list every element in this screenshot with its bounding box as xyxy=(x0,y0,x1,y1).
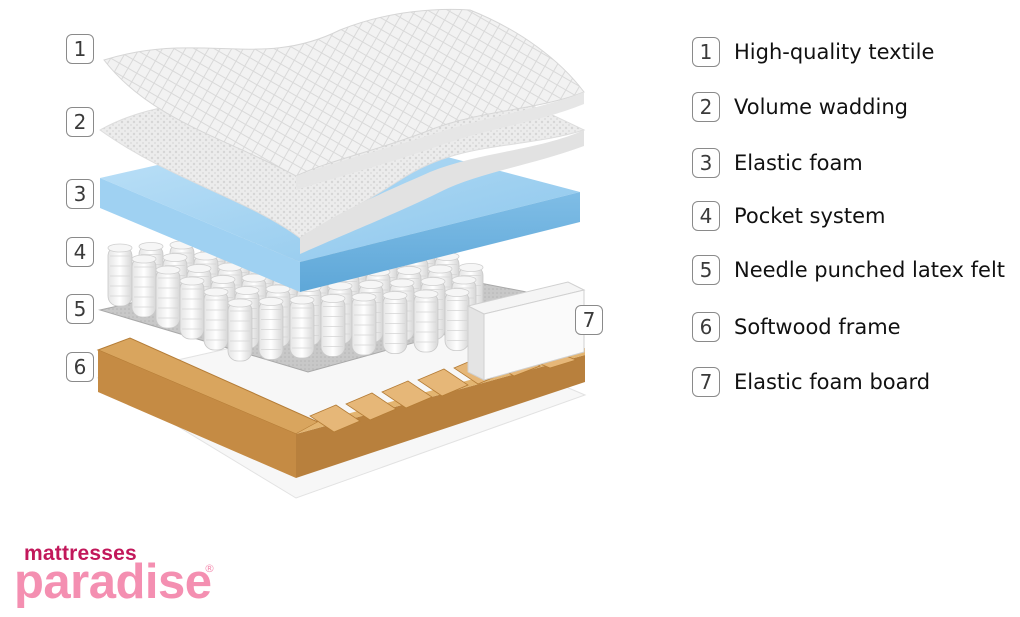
textile-layer xyxy=(103,8,585,190)
spring-coil xyxy=(320,294,346,357)
legend-number-4: 4 xyxy=(692,201,720,231)
legend-number-7: 7 xyxy=(692,367,720,397)
callout-5: 5 xyxy=(66,294,94,324)
legend-label-2: Volume wadding xyxy=(734,95,908,119)
callout-4: 4 xyxy=(66,237,94,267)
spring-coil xyxy=(289,295,315,359)
spring-coil xyxy=(179,276,205,340)
legend-number-6: 6 xyxy=(692,312,720,342)
spring-coil xyxy=(107,243,133,307)
spring-coil xyxy=(258,297,284,360)
legend-label-3: Elastic foam xyxy=(734,151,863,175)
spring-coil xyxy=(155,265,181,329)
callout-2-number: 2 xyxy=(73,110,87,134)
legend-item-4: 4 Pocket system xyxy=(692,199,885,233)
spring-coil xyxy=(227,298,253,362)
legend-item-3: 3 Elastic foam xyxy=(692,146,863,180)
logo-registered-mark: ® xyxy=(204,562,215,575)
softwood-frame xyxy=(96,337,585,478)
legend-item-6: 6 Softwood frame xyxy=(692,310,901,344)
legend-number-1: 1 xyxy=(692,37,720,67)
logo-line-1: mattresses xyxy=(24,542,137,565)
legend-item-2: 2 Volume wadding xyxy=(692,90,908,124)
spring-coil xyxy=(203,287,229,351)
legend-item-7: 7 Elastic foam board xyxy=(692,365,930,399)
spring-coil xyxy=(351,292,377,356)
callout-7: 7 xyxy=(575,305,603,335)
legend-number-5: 5 xyxy=(692,255,720,285)
mattresses-paradise-logo: mattresses paradise ® xyxy=(14,542,229,610)
spring-coil xyxy=(444,288,470,351)
callout-3: 3 xyxy=(66,179,94,209)
legend-label-4: Pocket system xyxy=(734,204,886,228)
elastic-foam-board xyxy=(466,281,586,381)
legend-label-7: Elastic foam board xyxy=(734,370,931,394)
callout-4-number: 4 xyxy=(73,240,87,264)
legend-label-6: Softwood frame xyxy=(734,315,901,339)
legend-number-3: 3 xyxy=(692,148,720,178)
spring-coil xyxy=(382,291,408,354)
callout-5-number: 5 xyxy=(73,297,87,321)
callout-3-number: 3 xyxy=(73,182,87,206)
legend-label-1: High-quality textile xyxy=(734,40,935,64)
callout-1-number: 1 xyxy=(73,37,87,61)
callout-2: 2 xyxy=(66,107,94,137)
callout-7-number: 7 xyxy=(582,308,596,332)
spring-coil xyxy=(413,289,439,353)
spring-coil xyxy=(131,254,157,318)
legend-item-1: 1 High-quality textile xyxy=(692,35,934,69)
legend-number-2: 2 xyxy=(692,92,720,122)
callout-6: 6 xyxy=(66,352,94,382)
callout-6-number: 6 xyxy=(73,355,87,379)
callout-1: 1 xyxy=(66,34,94,64)
legend-label-5: Needle punched latex felt xyxy=(734,258,1006,282)
legend-item-5: 5 Needle punched latex felt xyxy=(692,253,1005,287)
logo-line-2: paradise xyxy=(14,555,212,609)
